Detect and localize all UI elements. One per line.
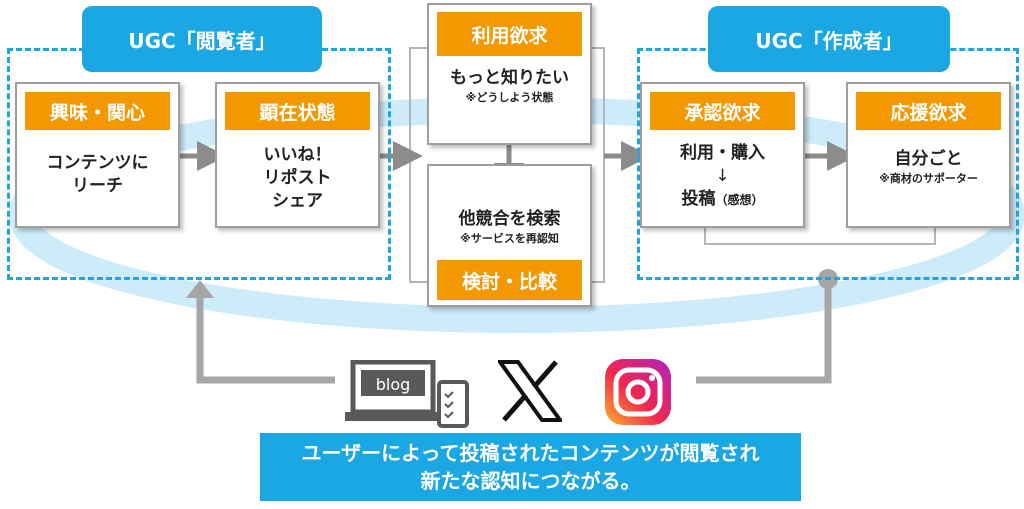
card-manifest-title: 顕在状態 bbox=[225, 92, 370, 130]
card-interest-line-2: リーチ bbox=[72, 176, 123, 196]
card-desire-note: ※どうしよう状態 bbox=[465, 91, 554, 104]
caption-box: ユーザーによって投稿されたコンテンツが閲覧され 新たな認知につながる。 bbox=[260, 433, 801, 501]
card-compare-note: ※サービスを再認知 bbox=[460, 232, 559, 245]
card-interest-title: 興味・関心 bbox=[25, 92, 170, 130]
viewer-group-title: UGC「閲覧者」 bbox=[82, 6, 322, 72]
card-approval-line-3: 投稿 bbox=[681, 189, 716, 209]
card-manifest-line-1: いいね！ bbox=[263, 145, 332, 165]
card-compare: 他競合を検索 ※サービスを再認知 検討・比較 bbox=[427, 164, 592, 307]
card-support-note: ※商材のサポーター bbox=[879, 172, 978, 185]
blog-device-icon: blog bbox=[345, 360, 469, 428]
card-support-title: 応援欲求 bbox=[856, 92, 1001, 130]
card-compare-main: 他競合を検索 bbox=[458, 209, 561, 229]
card-approval-arrow: ↓ bbox=[715, 166, 730, 186]
card-manifest-line-3: シェア bbox=[272, 191, 323, 211]
caption-line-1: ユーザーによって投稿されたコンテンツが閲覧され bbox=[301, 441, 760, 465]
card-approval-line-1: 利用・購入 bbox=[680, 143, 765, 163]
x-logo-icon bbox=[498, 360, 562, 422]
instagram-icon bbox=[605, 359, 671, 425]
blog-label: blog bbox=[376, 375, 411, 394]
card-desire: 利用欲求 もっと知りたい ※どうしよう状態 bbox=[427, 3, 592, 145]
creator-bracket bbox=[704, 228, 936, 245]
middle-bracket bbox=[409, 47, 428, 283]
card-approval: 承認欲求 利用・購入 ↓ 投稿（感想） bbox=[640, 82, 805, 228]
loop-line-left bbox=[196, 292, 335, 384]
card-manifest: 顕在状態 いいね！ リポスト シェア bbox=[215, 82, 380, 228]
card-compare-title: 検討・比較 bbox=[437, 260, 582, 300]
loop-line-right bbox=[696, 285, 832, 384]
caption-line-2: 新たな認知につながる。 bbox=[420, 469, 641, 493]
card-desire-main: もっと知りたい bbox=[450, 68, 569, 88]
middle-bracket-right bbox=[592, 47, 605, 283]
card-manifest-line-2: リポスト bbox=[263, 168, 332, 188]
card-support-main: 自分ごと bbox=[894, 149, 963, 169]
card-approval-title: 承認欲求 bbox=[650, 92, 795, 130]
card-desire-title: 利用欲求 bbox=[437, 12, 582, 56]
card-interest: 興味・関心 コンテンツに リーチ bbox=[15, 82, 180, 228]
loop-arrow-head bbox=[186, 280, 214, 298]
creator-group-title: UGC「作成者」 bbox=[708, 6, 950, 72]
card-approval-line-3-note: （感想） bbox=[715, 193, 764, 207]
card-interest-line-1: コンテンツに bbox=[46, 153, 149, 173]
card-support: 応援欲求 自分ごと ※商材のサポーター bbox=[846, 82, 1011, 228]
